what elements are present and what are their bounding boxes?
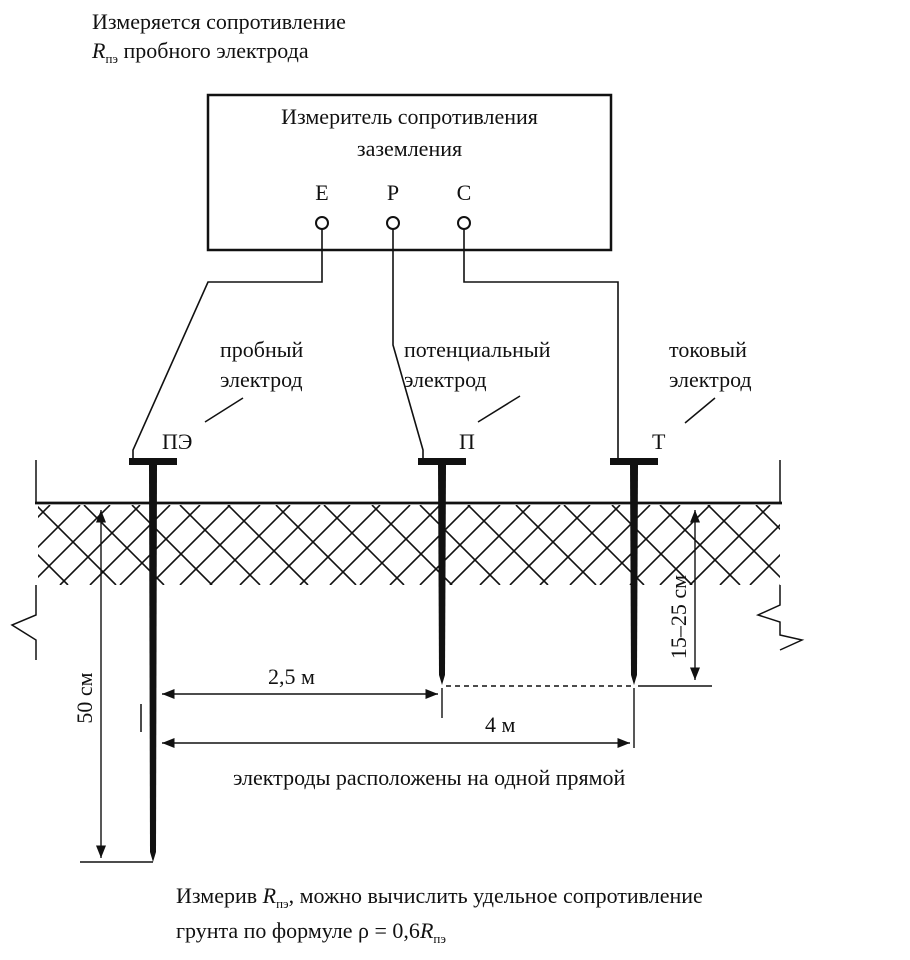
hatch-line — [0, 505, 20, 585]
hatch-line — [89, 505, 171, 585]
dim-4m-label: 4 м — [485, 712, 516, 737]
current-code: Т — [652, 429, 666, 454]
terminal-c-circle — [457, 216, 471, 230]
hatch-line — [59, 505, 141, 585]
hatch-line — [179, 505, 261, 585]
wire-current — [463, 229, 619, 459]
potential-label-line2: электрод — [404, 367, 487, 392]
hatch-line — [539, 505, 621, 585]
hatch-line — [38, 553, 69, 585]
electrode-potential-head — [418, 458, 466, 465]
caption-bottom-symbol-sub: пэ — [276, 896, 289, 911]
hatch-line — [269, 505, 351, 585]
soil-hatching — [0, 505, 910, 585]
meter-box — [206, 93, 613, 252]
hatch-line — [131, 505, 213, 585]
hatch-line — [804, 505, 884, 585]
caption-bottom-symbol2-sub: пэ — [433, 931, 446, 946]
caption-bottom-part2: , можно вычислить удельное сопротивление — [288, 883, 703, 908]
hatch-line — [38, 505, 111, 579]
terminal-c-label: C — [456, 180, 472, 205]
hatch-line — [119, 505, 201, 585]
hatch-line — [749, 553, 780, 585]
hatch-line — [275, 505, 357, 585]
hatch-line — [569, 505, 651, 585]
leader-probe — [204, 397, 244, 423]
hatch-line — [779, 583, 780, 585]
hatch-line — [840, 505, 910, 585]
dim-50cm-label: 50 см — [72, 672, 97, 723]
hatch-line — [359, 505, 441, 585]
hatch-line — [323, 505, 405, 585]
leader-potential — [477, 395, 521, 423]
terminal-p-circle — [386, 216, 400, 230]
right-break-symbol — [755, 585, 805, 651]
hatch-line — [38, 505, 117, 585]
hatch-line — [467, 505, 549, 585]
terminal-e-label: E — [315, 180, 329, 205]
hatch-line — [239, 505, 321, 585]
caption-top-line1: Измеряется сопротивление — [92, 9, 346, 34]
caption-bottom-symbol2: R — [419, 918, 434, 943]
electrode-probe-rod — [149, 465, 157, 862]
current-label-line2: электрод — [669, 367, 752, 392]
dim-2-5m-label: 2,5 м — [268, 664, 315, 689]
wire-probe — [132, 229, 323, 459]
hatch-line — [38, 505, 81, 549]
hatch-line — [419, 505, 501, 585]
caption-top-rest: пробного электрода — [118, 38, 309, 63]
potential-code: П — [459, 429, 475, 454]
hatch-line — [707, 505, 780, 579]
electrode-probe-head — [129, 458, 177, 465]
hatch-line — [227, 505, 309, 585]
left-break-symbol — [10, 585, 37, 660]
meter-title-line1: Измеритель сопротивления — [281, 104, 538, 129]
dim-15-25cm-label: 15–25 см — [666, 575, 691, 659]
caption-bottom-line2: грунта по формуле ρ = 0,6Rпэ — [176, 918, 446, 952]
caption-bottom-symbol: R — [262, 883, 277, 908]
caption-bottom-part1: Измерив — [176, 883, 263, 908]
hatch-line — [689, 505, 771, 585]
terminal-p-label: P — [386, 180, 400, 205]
caption-top-symbol-sub: пэ — [105, 51, 118, 66]
hatch-line — [299, 505, 381, 585]
hatch-line — [755, 505, 780, 531]
caption-top-line2: Rпэ пробного электрода — [92, 38, 309, 72]
terminal-e-circle — [315, 216, 329, 230]
caption-top-symbol: R — [92, 38, 106, 63]
probe-label-line1: пробный — [220, 337, 304, 362]
collinear-note: электроды расположены на одной прямой — [233, 765, 626, 790]
caption-bottom-line1: Измерив Rпэ, можно вычислить удельное со… — [176, 883, 703, 917]
meter-title-line2: заземления — [356, 136, 463, 161]
current-label-line1: токовый — [669, 337, 747, 362]
electrode-current-head — [610, 458, 658, 465]
caption-bottom-formula: грунта по формуле ρ = 0,6 — [176, 918, 420, 943]
hatch-line — [329, 505, 411, 585]
wire-potential — [392, 229, 424, 459]
electrode-potential-rod — [438, 465, 446, 685]
hatch-line — [611, 505, 693, 585]
hatch-line — [389, 505, 471, 585]
probe-code: ПЭ — [162, 429, 193, 454]
probe-label-line2: электрод — [220, 367, 303, 392]
potential-label-line1: потенциальный — [404, 337, 551, 362]
hatch-line — [149, 505, 231, 585]
hatch-line — [629, 505, 711, 585]
hatch-line — [479, 505, 561, 585]
hatch-line — [515, 505, 597, 585]
electrode-current-rod — [630, 465, 638, 685]
hatch-line — [599, 505, 681, 585]
hatch-line — [719, 523, 780, 585]
leader-current — [684, 397, 716, 424]
hatch-line — [509, 505, 591, 585]
hatch-line — [0, 505, 20, 585]
hatch-line — [852, 505, 910, 585]
hatch-line — [209, 505, 291, 585]
hatch-line — [449, 505, 531, 585]
hatch-line — [810, 505, 890, 585]
